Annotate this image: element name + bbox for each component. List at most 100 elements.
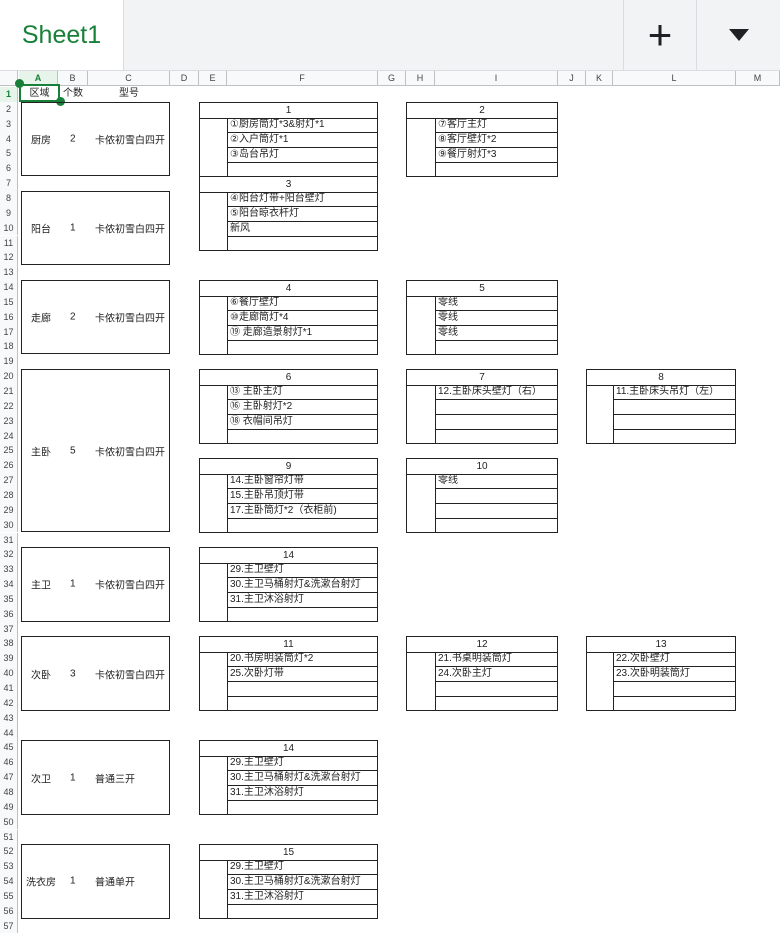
row-header[interactable]: 45 [0, 740, 18, 756]
row-header[interactable]: 10 [0, 220, 18, 236]
row-header[interactable]: 31 [0, 532, 18, 548]
switch-line[interactable]: 29.主卫壁灯 [228, 756, 377, 772]
switch-line[interactable]: 零线 [436, 311, 557, 327]
switch-line[interactable]: 24.次卧主灯 [436, 667, 557, 683]
row-header[interactable]: 23 [0, 413, 18, 429]
switch-line[interactable]: ⑯ 主卧射灯*2 [228, 400, 377, 416]
row-header[interactable]: 14 [0, 280, 18, 295]
switch-box-number[interactable]: 9 [200, 459, 377, 476]
header-cell-count[interactable]: 个数 [63, 88, 83, 99]
row-header[interactable]: 16 [0, 309, 18, 325]
switch-line[interactable]: 31.主卫沐浴射灯 [228, 786, 377, 802]
row-header[interactable]: 24 [0, 428, 18, 444]
switch-line[interactable] [228, 697, 377, 712]
column-header-l[interactable]: L [613, 71, 736, 86]
switch-line[interactable] [614, 682, 735, 698]
region-count[interactable]: 2 [70, 311, 76, 323]
select-all-corner[interactable] [0, 71, 18, 86]
switch-line[interactable]: 14.主卧窗帘灯带 [228, 474, 377, 490]
row-header[interactable]: 21 [0, 384, 18, 399]
row-header[interactable]: 13 [0, 265, 18, 281]
row-header[interactable]: 39 [0, 651, 18, 667]
row-header[interactable]: 2 [0, 101, 18, 117]
switch-line[interactable]: ⑱ 衣帽间吊灯 [228, 415, 377, 431]
region-count[interactable]: 5 [70, 445, 76, 457]
switch-box-number[interactable]: 6 [200, 370, 377, 387]
row-header[interactable]: 18 [0, 339, 18, 355]
switch-line[interactable]: 31.主卫沐浴射灯 [228, 890, 377, 906]
switch-line[interactable] [436, 697, 557, 712]
switch-box-gutter[interactable] [200, 474, 228, 533]
selection-handle-end[interactable] [56, 97, 65, 106]
row-header[interactable]: 7 [0, 176, 18, 191]
region-model[interactable]: 卡侬初雪白四开 [95, 224, 165, 236]
switch-box-number[interactable]: 12 [407, 637, 557, 654]
region-name[interactable]: 走廊 [31, 313, 51, 325]
row-header[interactable]: 55 [0, 888, 18, 904]
row-header[interactable]: 28 [0, 487, 18, 503]
column-header-j[interactable]: J [558, 71, 586, 86]
region-name[interactable]: 厨房 [31, 135, 51, 147]
switch-line[interactable]: 21.书桌明装筒灯 [436, 652, 557, 668]
region-name[interactable]: 次卫 [31, 774, 51, 786]
row-header[interactable]: 40 [0, 666, 18, 681]
switch-box-number[interactable]: 7 [407, 370, 557, 387]
switch-box-number[interactable]: 5 [407, 281, 557, 298]
row-header[interactable]: 4 [0, 131, 18, 147]
switch-box-number[interactable]: 15 [200, 845, 377, 862]
row-header[interactable]: 20 [0, 369, 18, 384]
row-header[interactable]: 17 [0, 324, 18, 340]
column-header-g[interactable]: G [378, 71, 406, 86]
switch-line[interactable] [228, 519, 377, 534]
row-header[interactable]: 19 [0, 354, 18, 370]
region-name[interactable]: 主卫 [31, 580, 51, 592]
switch-line[interactable]: ⑦客厅主灯 [436, 118, 557, 133]
switch-line[interactable] [436, 163, 557, 178]
switch-line[interactable] [614, 430, 735, 445]
row-header[interactable]: 22 [0, 398, 18, 414]
switch-box-number[interactable]: 11 [200, 637, 377, 654]
switch-line[interactable]: 15.主卧吊顶灯带 [228, 489, 377, 505]
switch-box-number[interactable]: 8 [587, 370, 735, 387]
switch-line[interactable] [436, 341, 557, 356]
switch-box-number[interactable]: 1 [200, 103, 377, 119]
row-header[interactable]: 35 [0, 591, 18, 607]
switch-line[interactable]: 31.主卫沐浴射灯 [228, 593, 377, 609]
row-header[interactable]: 37 [0, 621, 18, 637]
switch-line[interactable]: ②入户筒灯*1 [228, 133, 377, 148]
switch-line[interactable] [436, 682, 557, 698]
row-header[interactable]: 29 [0, 502, 18, 518]
row-header[interactable]: 33 [0, 562, 18, 578]
row-header[interactable]: 53 [0, 859, 18, 875]
add-sheet-button[interactable]: + [623, 0, 696, 70]
selection-handle-start[interactable] [15, 79, 24, 88]
row-header[interactable]: 32 [0, 547, 18, 563]
region-model[interactable]: 普通单开 [95, 877, 135, 889]
switch-box-gutter[interactable] [200, 296, 228, 355]
region-model[interactable]: 卡侬初雪白四开 [95, 313, 165, 325]
row-header[interactable]: 42 [0, 695, 18, 711]
switch-line[interactable]: 新风 [228, 222, 377, 238]
column-header-m[interactable]: M [736, 71, 780, 86]
row-header[interactable]: 47 [0, 770, 18, 785]
switch-line[interactable] [614, 697, 735, 712]
switch-box-gutter[interactable] [200, 756, 228, 815]
switch-line[interactable] [436, 415, 557, 431]
row-header[interactable]: 51 [0, 829, 18, 845]
row-header[interactable]: 57 [0, 918, 18, 934]
region-count[interactable]: 1 [70, 772, 76, 784]
switch-line[interactable] [436, 519, 557, 534]
switch-box-gutter[interactable] [407, 652, 436, 711]
region-model[interactable]: 卡侬初雪白四开 [95, 447, 165, 459]
switch-line[interactable]: ⑬ 主卧主灯 [228, 385, 377, 401]
switch-box-number[interactable]: 10 [407, 459, 557, 476]
region-name[interactable]: 洗衣房 [26, 877, 56, 889]
switch-line[interactable]: ①厨房筒灯*3&射灯*1 [228, 118, 377, 133]
column-header-f[interactable]: F [227, 71, 378, 86]
row-header[interactable]: 9 [0, 205, 18, 221]
sheet-tab[interactable]: Sheet1 [0, 0, 124, 70]
row-header[interactable]: 5 [0, 146, 18, 162]
switch-box-number[interactable]: 2 [407, 103, 557, 119]
switch-box-gutter[interactable] [200, 860, 228, 919]
switch-line[interactable] [436, 400, 557, 416]
